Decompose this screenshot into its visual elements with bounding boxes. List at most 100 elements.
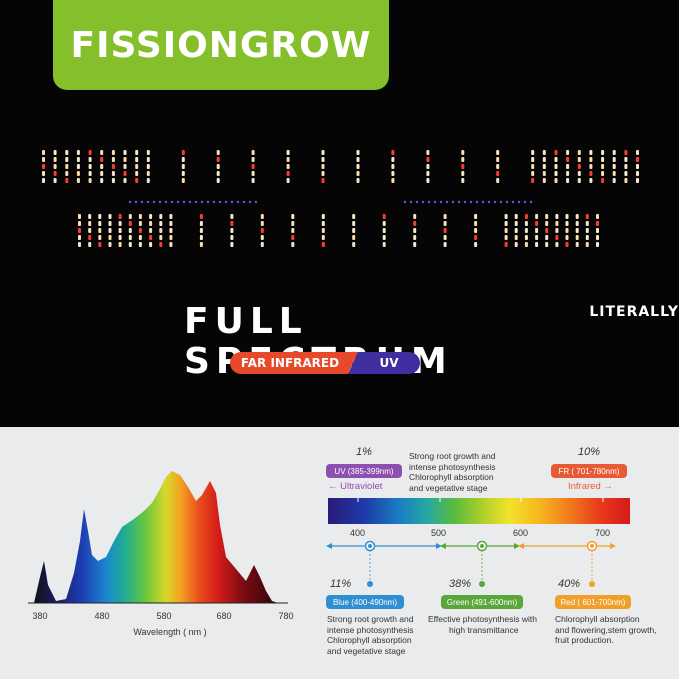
led-diode [531,164,535,169]
led-diode [496,164,500,169]
fr-percent: 10% [578,446,601,458]
uv-led [505,200,509,204]
led-diode [461,171,465,176]
led-diode [624,178,628,183]
uv-led [128,200,132,204]
led-diode [504,214,508,219]
led-diode [514,235,518,240]
led-diode [596,228,599,233]
led-diode [585,242,589,247]
uv-led [182,200,186,204]
led-diode [286,150,290,155]
uv-description: Strong root growth and intense photosynt… [409,451,495,493]
headline-sub: LITERALLY [589,304,679,320]
led-diode [636,157,639,162]
uv-percent: 1% [356,446,372,458]
led-diode [98,235,102,240]
led-diode [98,228,102,233]
led-diode [135,150,139,155]
led-diode [230,214,234,219]
led-diode [356,150,360,155]
fr-arrow-label: Infrared [568,481,601,492]
led-diode [577,171,581,176]
led-diode [251,171,255,176]
led-diode [461,164,465,169]
led-diode [251,157,255,162]
led-diode [601,171,605,176]
led-diode [542,157,546,162]
led-diode [123,150,127,155]
led-diode [65,171,69,176]
uv-led [242,200,246,204]
led-diode [321,178,325,183]
led-diode [88,178,92,183]
led-diode [596,242,599,247]
led-diode [382,242,386,247]
led-diode [260,235,264,240]
led-diode [426,178,430,183]
led-diode [565,235,569,240]
led-diode [76,171,80,176]
led-diode [146,171,150,176]
uv-led [146,200,150,204]
uv-tag: UV (385-399nm) [326,464,402,478]
led-diode [138,214,142,219]
led-diode [474,221,478,226]
grow-light-image [42,150,639,247]
led-diode [542,150,546,155]
uv-led [475,200,479,204]
led-diode [413,228,417,233]
bar-tick: 400 [350,528,366,538]
led-diode [531,150,535,155]
led-diode [146,164,150,169]
led-diode [53,150,57,155]
uv-led [170,200,174,204]
led-diode [321,221,325,226]
led-diode [42,164,45,169]
led-diode [78,242,81,247]
led-diode [554,157,558,162]
led-diode [230,221,234,226]
led-diode [545,214,549,219]
led-diode [585,228,589,233]
led-diode [382,235,386,240]
led-diode [413,235,417,240]
led-diode [566,171,570,176]
led-diode [413,221,417,226]
led-diode [98,221,102,226]
led-diode [199,242,203,247]
led-diode [535,228,539,233]
led-diode [524,221,528,226]
led-diode [555,235,559,240]
led-diode [474,235,478,240]
desc-line: Strong root growth and [409,451,496,461]
led-diode [554,150,558,155]
red-percent: 40% [558,578,581,590]
uv-led [463,200,467,204]
desc-line: high transmittance [449,624,519,635]
led-diode [88,171,92,176]
red-description: Chlorophyll absorption and flowering,ste… [555,614,657,646]
led-diode [65,157,69,162]
led-diode [585,221,589,226]
led-diode [352,221,356,226]
uv-led [212,200,216,204]
uv-led [427,200,431,204]
led-diode [230,228,234,233]
led-diode [554,171,558,176]
led-diode [118,228,122,233]
blue-percent: 11% [330,578,352,590]
led-diode [356,164,360,169]
led-diode [135,157,139,162]
led-diode [577,157,581,162]
uv-led [230,200,234,204]
led-diode [169,235,173,240]
led-diode [524,228,528,233]
led-diode [291,242,295,247]
fr-tag: FR ( 701-780nm) [551,464,627,478]
desc-line: Strong root growth and [327,614,414,624]
led-diode [108,221,112,226]
led-diode [53,178,57,183]
led-diode [554,178,558,183]
led-diode [108,235,112,240]
